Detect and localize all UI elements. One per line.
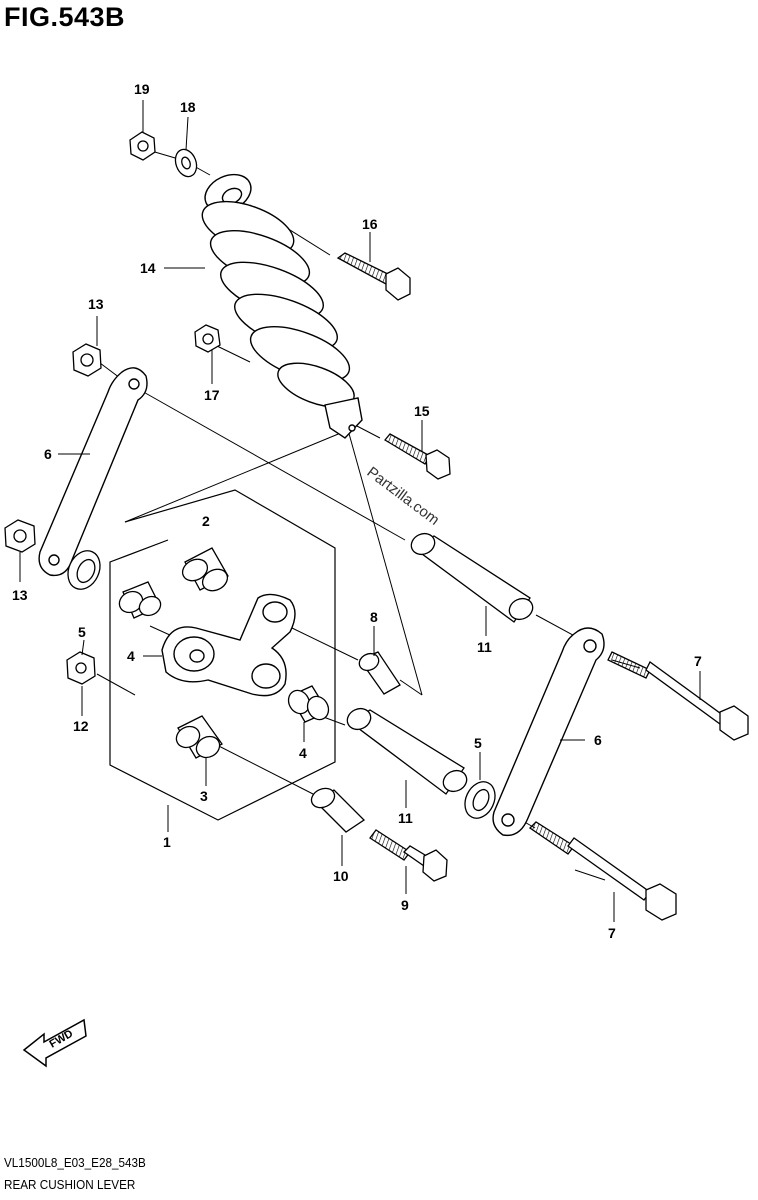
- bolt-15: [384, 433, 451, 480]
- callout-12: 12: [73, 718, 89, 734]
- callout-19: 19: [134, 81, 150, 97]
- nut-12: [66, 651, 96, 685]
- callout-7-upper: 7: [694, 653, 702, 669]
- lever-assembly-outline: [109, 489, 336, 821]
- bearing-3: [175, 715, 223, 759]
- callout-6-right: 6: [594, 732, 602, 748]
- bolt-9: [369, 829, 448, 882]
- assembly-center-lines: [95, 149, 641, 881]
- spacer-11-lower: [346, 707, 468, 795]
- nut-19: [129, 131, 156, 161]
- cushion-rod-6-left: [38, 367, 148, 577]
- spacer-10: [310, 787, 366, 833]
- cushion-rod-6-right: [492, 627, 605, 837]
- callout-10: 10: [333, 868, 349, 884]
- bearing-2: [181, 547, 229, 592]
- callout-8: 8: [370, 609, 378, 625]
- callout-6-left: 6: [44, 446, 52, 462]
- callout-3: 3: [200, 788, 208, 804]
- section-name: REAR CUSHION LEVER: [4, 1177, 136, 1192]
- callout-16: 16: [362, 216, 378, 232]
- callout-13-bottom: 13: [12, 587, 28, 603]
- forward-direction-arrow: FWD: [22, 1018, 87, 1068]
- callout-17: 17: [204, 387, 220, 403]
- washer-5-right: [464, 781, 496, 819]
- callout-2: 2: [202, 513, 210, 529]
- spacer-8: [358, 651, 401, 695]
- callout-11-upper: 11: [477, 639, 492, 655]
- bolt-16: [336, 252, 411, 301]
- nut-13-bottom: [4, 519, 36, 553]
- washer-5-left: [67, 550, 101, 590]
- figure-title: FIG.543B: [4, 2, 126, 32]
- callout-5-right: 5: [474, 735, 482, 751]
- cushion-lever: [161, 593, 296, 697]
- nut-17: [194, 324, 221, 353]
- callout-11-lower: 11: [398, 810, 413, 826]
- callout-14: 14: [140, 260, 156, 276]
- callout-leader-lines: [19, 100, 701, 922]
- rear-shock-absorber: [201, 173, 363, 439]
- model-code: VL1500L8_E03_E28_543B: [4, 1155, 146, 1170]
- callout-4-right: 4: [299, 745, 307, 761]
- figure-footer: VL1500L8_E03_E28_543B REAR CUSHION LEVER: [4, 1152, 162, 1196]
- bearing-4-left: [118, 581, 162, 619]
- bearing-4-right: [287, 685, 330, 723]
- callout-1: 1: [163, 834, 171, 850]
- callout-13-top: 13: [88, 296, 104, 312]
- callout-15: 15: [414, 403, 430, 419]
- callout-4-left: 4: [127, 648, 135, 664]
- callout-18: 18: [180, 99, 196, 115]
- bolt-7-lower: [528, 821, 677, 921]
- callout-5-left: 5: [78, 624, 86, 640]
- callout-9: 9: [401, 897, 409, 913]
- callout-labels: 19 18 16 14 13 17 15 6 2 13 8 11 5 4 7 1…: [12, 81, 702, 941]
- nut-13-top: [72, 343, 102, 377]
- bolt-7-upper: [607, 651, 749, 741]
- callout-7-lower: 7: [608, 925, 616, 941]
- washer-18: [174, 148, 198, 178]
- spacer-11-upper: [410, 532, 534, 623]
